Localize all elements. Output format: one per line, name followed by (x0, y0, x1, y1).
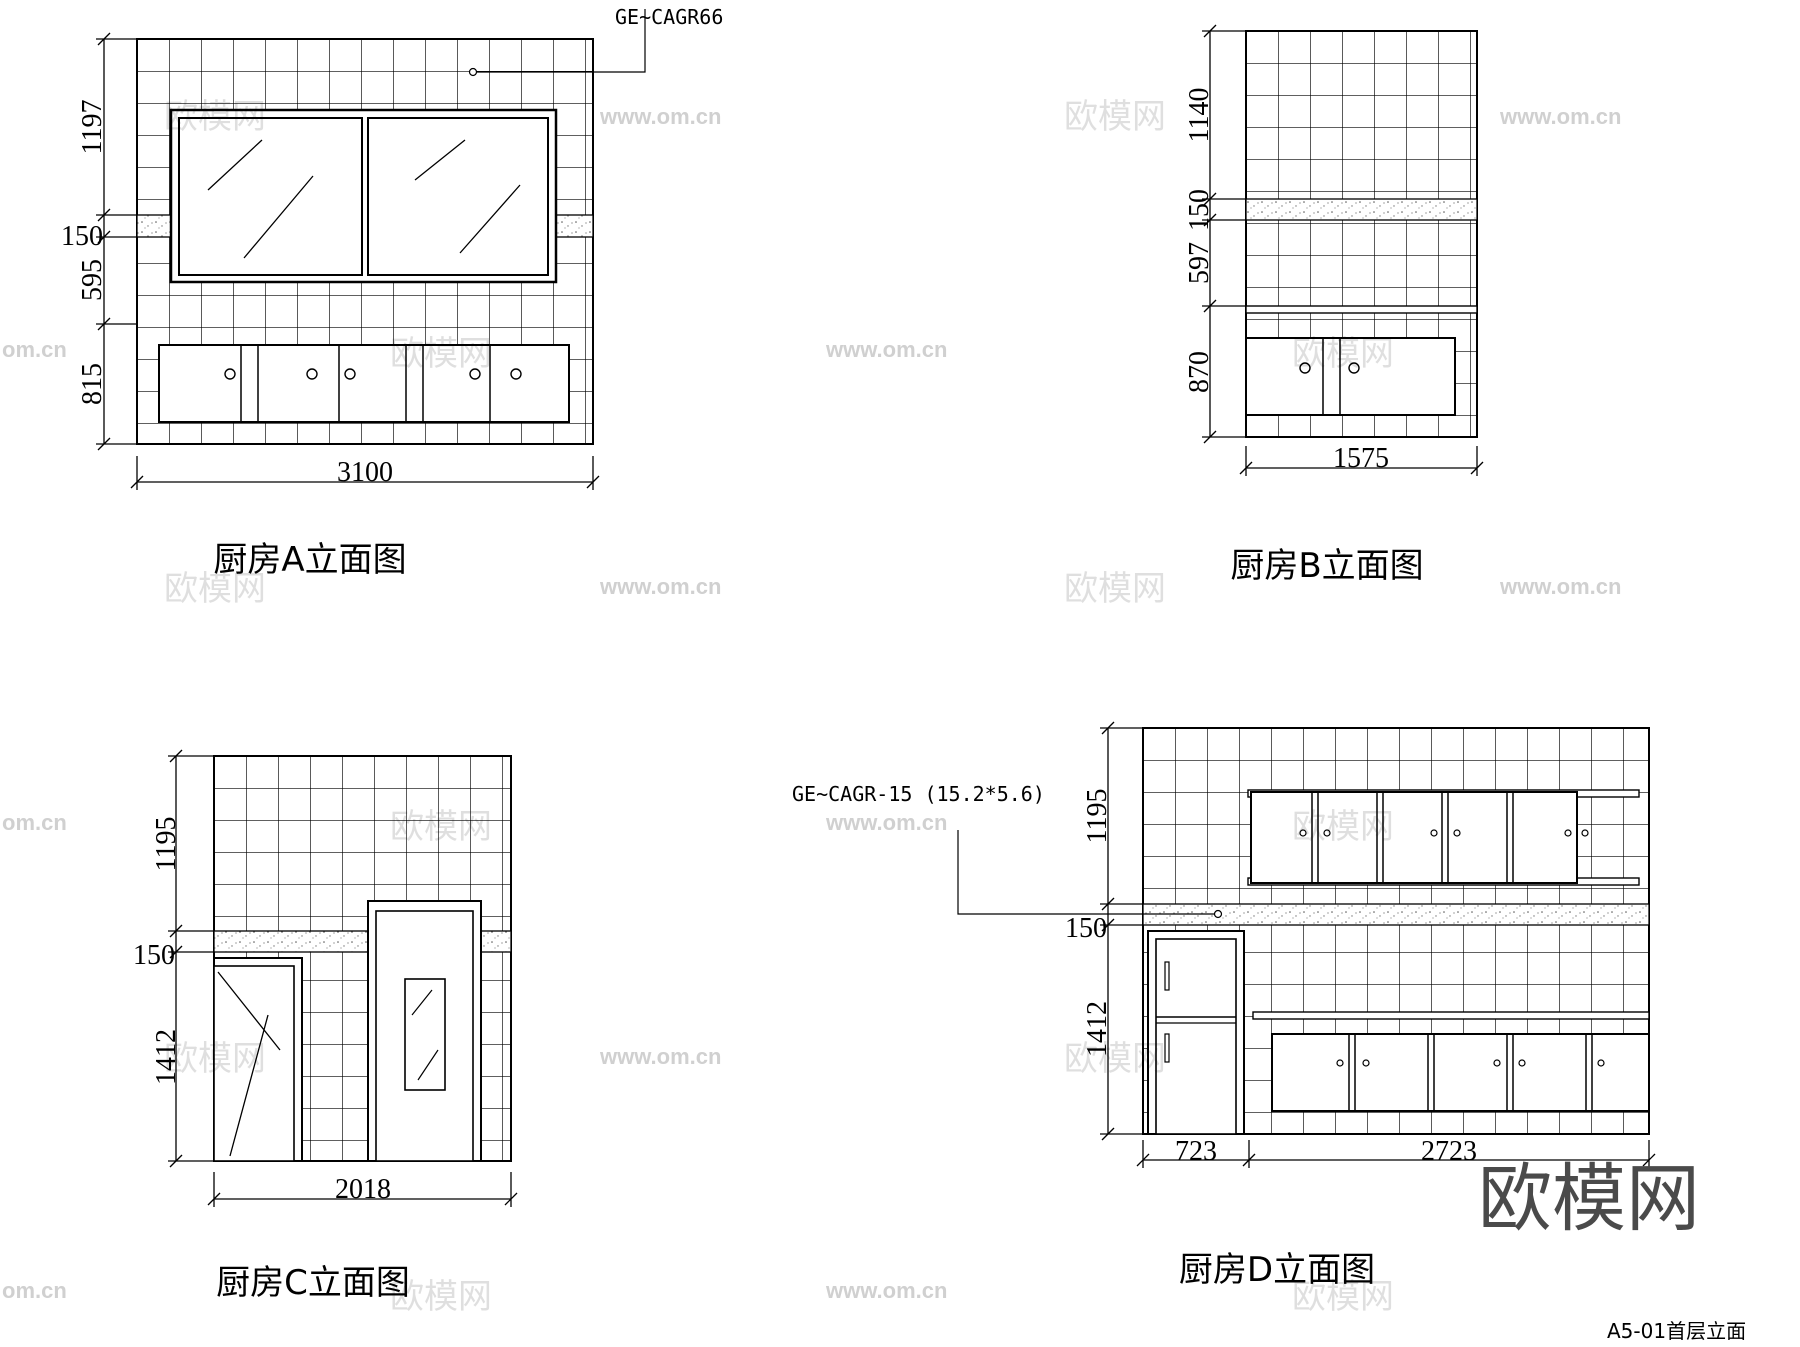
elevation-d-title: 厨房D立面图 (1179, 1250, 1375, 1290)
elevation-c-dim-150: 150 (133, 940, 175, 971)
elevation-d-refrigerator (1147, 930, 1245, 1135)
elevation-c-left-door (213, 957, 303, 1162)
elevation-d-dim-1195: 1195 (1082, 789, 1113, 844)
watermark-brand: 欧模网 (1064, 97, 1166, 137)
elevation-b-dim-150: 150 (1184, 189, 1215, 231)
watermark-url-fragment: om.cn (2, 337, 67, 362)
watermark-brand: 欧模网 (164, 97, 266, 137)
elevation-a-dim-1197: 1197 (77, 100, 108, 155)
watermark-logo: 欧模网 (1478, 1156, 1700, 1242)
elevation-b-dim-1140: 1140 (1184, 88, 1215, 143)
elevation-b-title: 厨房B立面图 (1230, 546, 1423, 586)
elevation-c-dim-2018: 2018 (335, 1174, 391, 1205)
elevation-d-height-dimension (1100, 721, 1143, 1141)
elevation-b-dim-597: 597 (1184, 242, 1215, 284)
watermark-brand: 欧模网 (390, 1277, 492, 1317)
elevation-d-leader (957, 830, 1223, 919)
elevation-d-width-dimension (1136, 1140, 1656, 1168)
watermark-url: www.om.cn (1499, 104, 1621, 129)
watermark-brand: 欧模网 (1292, 807, 1394, 847)
elevation-c-title: 厨房C立面图 (216, 1263, 410, 1303)
watermark-url: www.om.cn (599, 104, 721, 129)
watermark-url: www.om.cn (825, 1278, 947, 1303)
watermark-url: www.om.cn (599, 1044, 721, 1069)
watermark-url: www.om.cn (825, 810, 947, 835)
elevation-c-dim-1412: 1412 (151, 1029, 182, 1085)
watermark-brand: 欧模网 (164, 569, 266, 609)
elevation-a-dim-3100: 3100 (337, 457, 393, 488)
watermark-url-fragment: om.cn (2, 810, 67, 835)
sheet-code: A5-01首层立面 (1607, 1319, 1746, 1343)
elevation-a-width-dimension (130, 456, 600, 490)
elevation-a-title: 厨房A立面图 (213, 540, 406, 580)
elevation-a-base-cabinets (158, 344, 570, 423)
elevation-b-countertop-band (1245, 198, 1478, 221)
elevation-c: 1195 150 1412 2018 厨房C立面图 (133, 749, 518, 1303)
elevation-b: 1140 150 597 870 1575 厨房B立面图 (1184, 24, 1484, 586)
elevation-c-width-dimension (207, 1172, 518, 1207)
elevation-d-wall-cabinets (1247, 789, 1640, 886)
elevation-b-dim-870: 870 (1184, 351, 1215, 393)
elevation-d-dim-2723: 2723 (1421, 1136, 1477, 1167)
watermark-brand: 欧模网 (390, 334, 492, 374)
watermark-brand: 欧模网 (164, 1039, 266, 1079)
elevation-a-leader (468, 9, 646, 77)
elevation-a-window (169, 108, 558, 284)
elevation-d: GE~CAGR-15 (15.2*5.6) 1195 150 1412 723 … (792, 721, 1656, 1290)
elevation-b-height-dimension (1202, 24, 1246, 444)
elevation-a-height-dimension (96, 32, 137, 451)
watermark-url-layer: www.om.cn www.om.cn www.om.cn www.om.cn … (2, 104, 1621, 1303)
watermark-url: www.om.cn (1499, 574, 1621, 599)
elevation-a-dim-595: 595 (77, 259, 108, 301)
watermark-brand: 欧模网 (1064, 569, 1166, 609)
watermark-url-fragment: om.cn (2, 1278, 67, 1303)
watermark-brand: 欧模网 (1292, 334, 1394, 374)
elevation-d-dim-1412: 1412 (1082, 1001, 1113, 1057)
elevation-d-material-note: GE~CAGR-15 (15.2*5.6) (792, 782, 1045, 806)
watermark-brand: 欧模网 (390, 807, 492, 847)
elevation-a: GE~CAGR66 1197 150 595 815 3100 厨房A立面图 (61, 5, 723, 580)
watermark-brand: 欧模网 (1292, 1277, 1394, 1317)
elevation-b-base-cabinets (1245, 305, 1478, 416)
elevation-d-base-cabinets (1252, 1011, 1650, 1112)
elevation-b-width-dimension (1239, 446, 1484, 476)
watermark-url: www.om.cn (825, 337, 947, 362)
elevation-a-material-note: GE~CAGR66 (615, 5, 723, 29)
elevation-c-right-door (367, 900, 482, 1162)
elevation-b-dim-1575: 1575 (1333, 443, 1389, 474)
elevation-a-dim-815: 815 (77, 363, 108, 405)
watermark-layer: 欧模网 欧模网 欧模网 欧模网 欧模网 欧模网 欧模网 欧模网 欧模网 欧模网 … (164, 97, 1394, 1317)
elevation-d-dim-723: 723 (1175, 1136, 1217, 1167)
elevation-c-dim-1195: 1195 (151, 817, 182, 872)
elevation-a-dim-150: 150 (61, 221, 103, 252)
elevation-c-height-dimension (168, 749, 214, 1168)
watermark-brand: 欧模网 (1064, 1039, 1166, 1079)
watermark-url: www.om.cn (599, 574, 721, 599)
elevation-d-dim-150: 150 (1065, 913, 1107, 944)
